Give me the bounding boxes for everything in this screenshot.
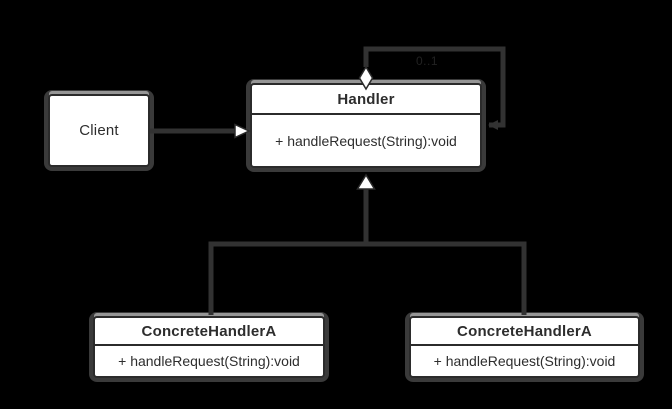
class-title-client: Client — [79, 122, 119, 139]
class-member-concrete-right: + handleRequest(String):void — [433, 353, 616, 369]
generalization-arrow-icon — [356, 173, 376, 190]
class-title-concrete-left: ConcreteHandlerA — [95, 318, 323, 346]
multiplicity-label: 0..1 — [416, 54, 439, 68]
class-member-handler: + handleRequest(String):void — [275, 132, 457, 149]
self-aggregation-arrow-icon — [488, 120, 498, 130]
generalization-lines — [208, 189, 527, 315]
class-box-concrete-handler-left: ConcreteHandlerA + handleRequest(String)… — [93, 316, 325, 378]
class-box-handler: Handler + handleRequest(String):void — [250, 83, 482, 168]
class-box-concrete-handler-right: ConcreteHandlerA + handleRequest(String)… — [409, 316, 640, 378]
class-title-handler: Handler — [252, 85, 480, 115]
association-arrow-icon — [234, 123, 251, 139]
class-box-client: Client — [48, 94, 150, 167]
class-title-concrete-right: ConcreteHandlerA — [411, 318, 638, 346]
class-member-concrete-left: + handleRequest(String):void — [118, 353, 300, 369]
